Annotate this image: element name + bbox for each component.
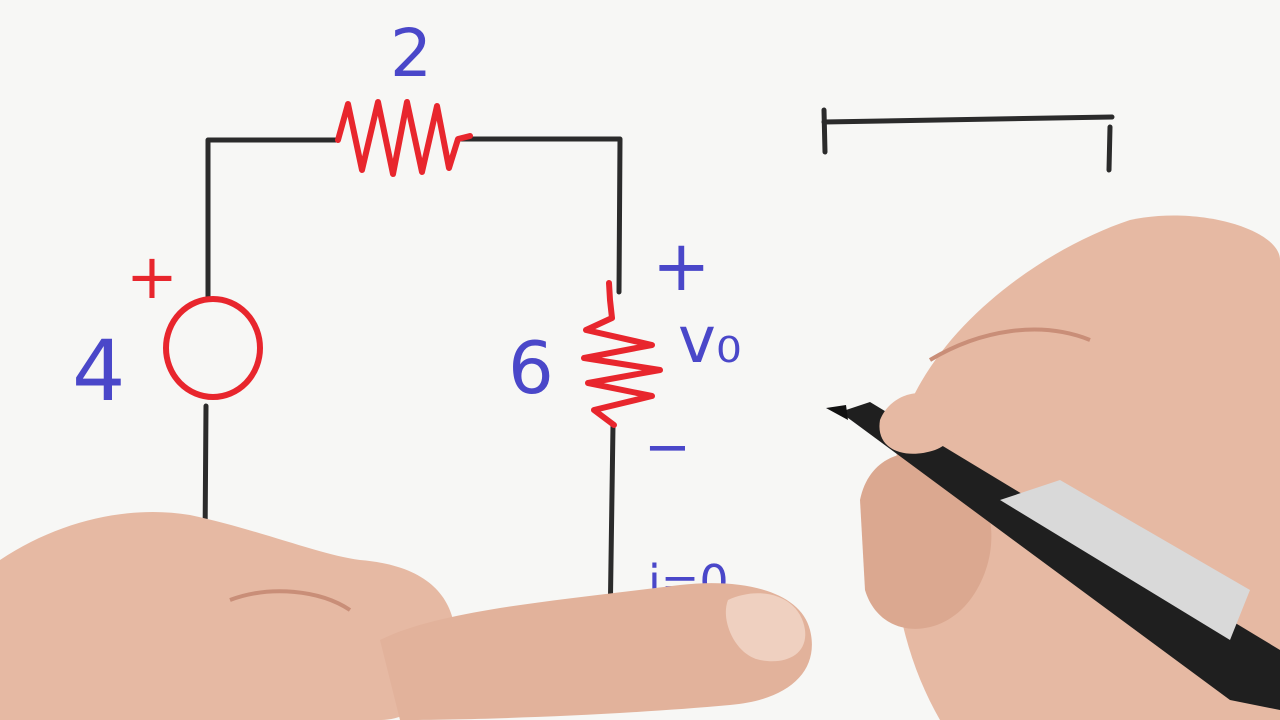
labels: 2 4 6 v₀ + − i=0 [72, 15, 742, 609]
label-load-resistor-value: 6 [508, 326, 554, 410]
second-circuit-wires [821, 107, 1115, 173]
left-hand-palm [0, 512, 456, 720]
second-wire-left [821, 107, 828, 155]
marker-label-band [1000, 480, 1250, 640]
right-hand-knuckles [928, 327, 1091, 362]
left-hand-crease [229, 589, 352, 612]
label-source-plus: + [126, 240, 178, 313]
left-hand-finger [380, 583, 812, 720]
label-load-plus: + [652, 225, 711, 307]
voltage-source-symbol [163, 296, 263, 400]
components [163, 99, 663, 428]
marker-body [840, 402, 1280, 710]
label-source-value: 4 [72, 322, 125, 420]
marker-tip [826, 405, 848, 420]
second-wire-right [1106, 124, 1113, 173]
resistor-top-symbol [335, 99, 473, 177]
resistor-load-symbol [581, 280, 663, 428]
label-load-minus: − [644, 415, 691, 480]
left-hand [0, 512, 812, 720]
right-hand-with-marker [826, 215, 1280, 720]
circuit-wires [202, 136, 623, 633]
label-top-resistor-value: 2 [390, 15, 432, 92]
right-hand-fingertip [879, 392, 958, 454]
left-hand-fingernail [725, 593, 806, 662]
label-load-voltage: v₀ [678, 304, 742, 378]
second-wire-top [821, 114, 1115, 125]
wire-top-right [455, 136, 623, 295]
marker-pen [826, 402, 1280, 710]
wire-top-left [205, 137, 341, 301]
